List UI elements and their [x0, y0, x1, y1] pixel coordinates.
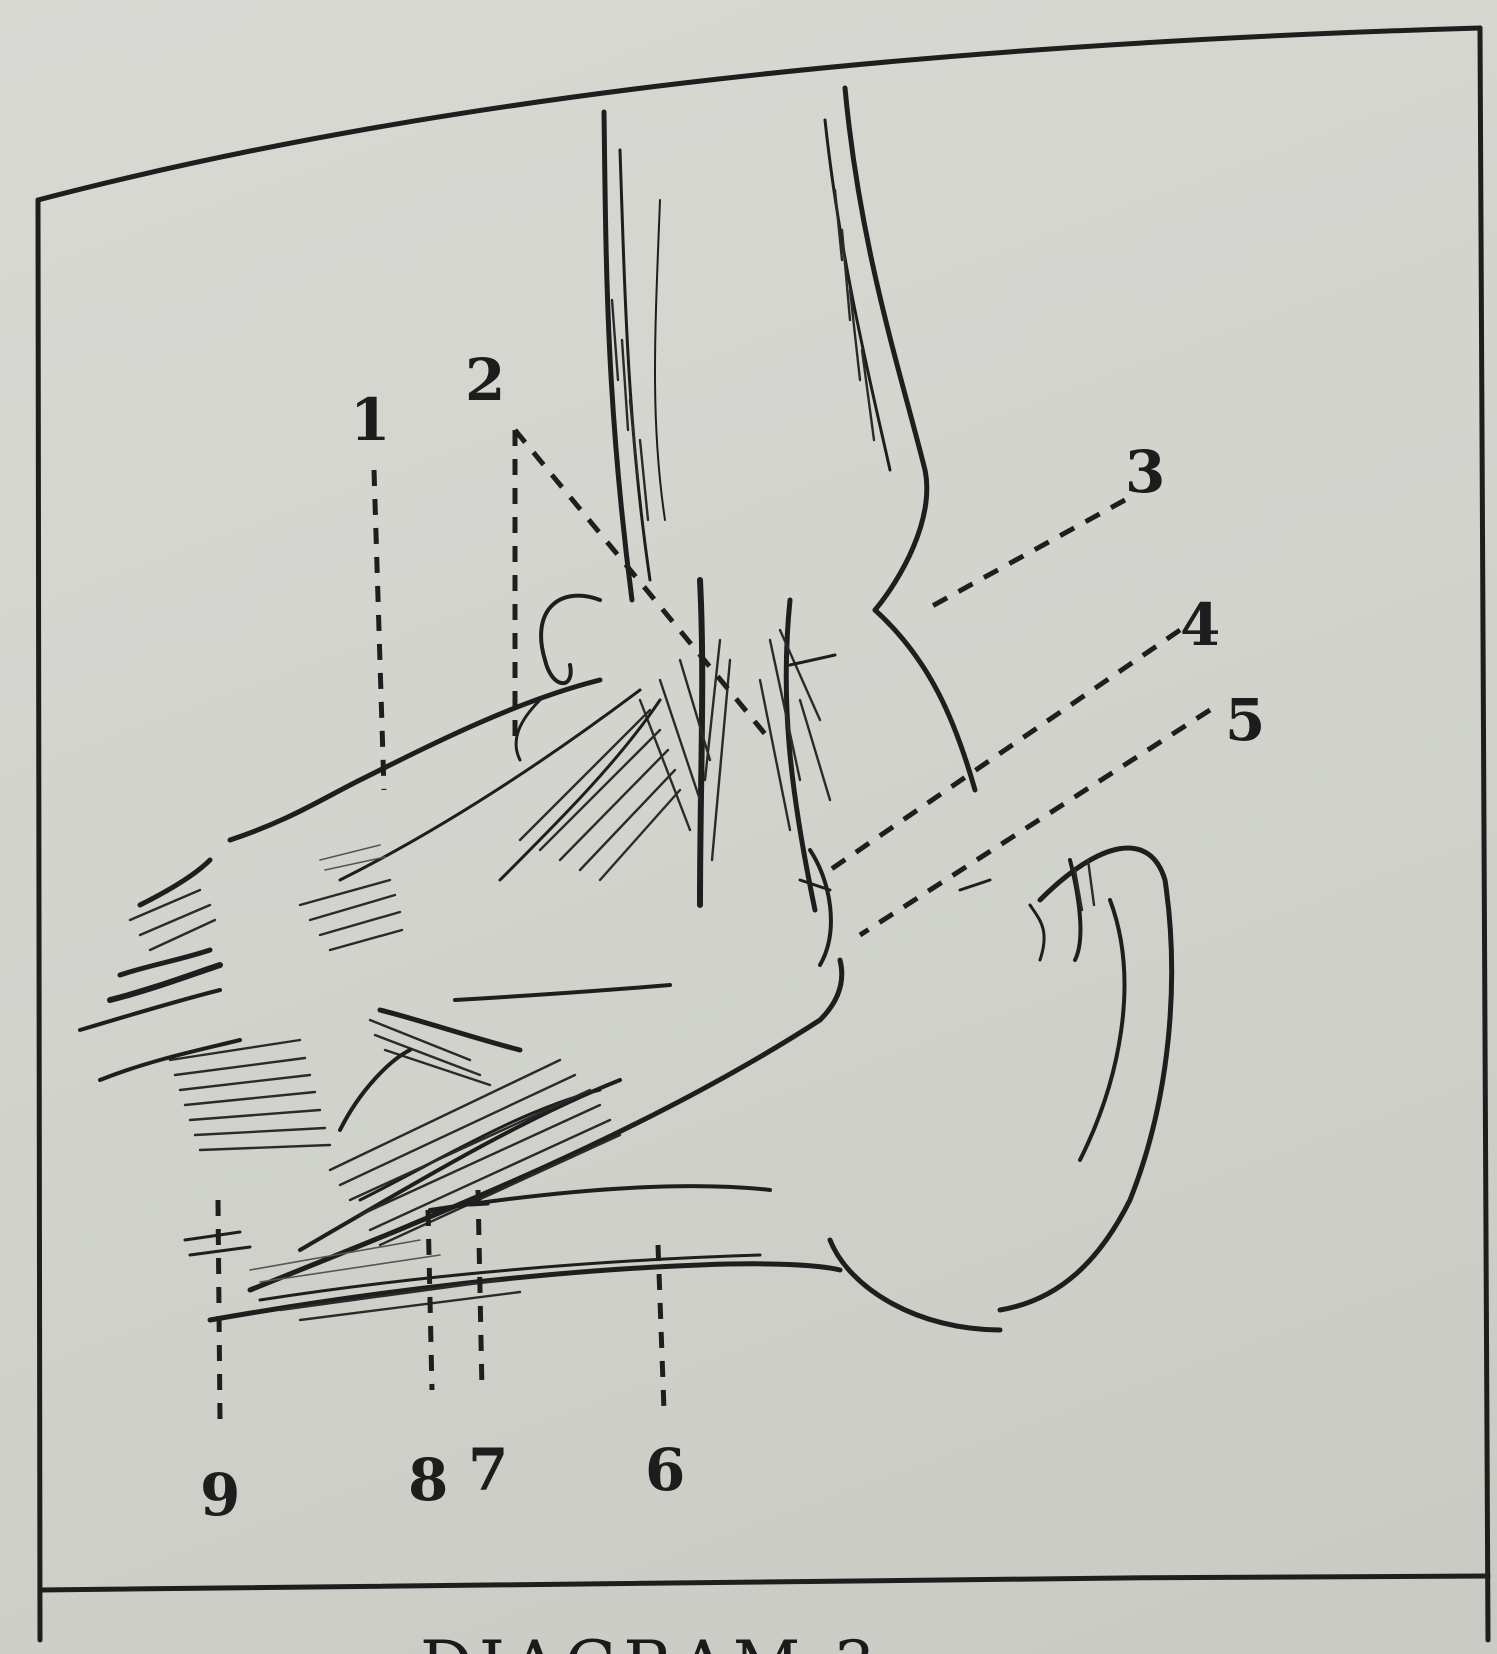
plate-frame — [38, 28, 1488, 1640]
callout-9: 9 — [200, 1461, 240, 1529]
callout-5: 5 — [1225, 686, 1265, 754]
callout-8: 8 — [408, 1446, 448, 1514]
leader-line-9 — [218, 1200, 220, 1420]
leader-line-5 — [860, 710, 1210, 935]
leader-line-8 — [428, 1210, 432, 1390]
callout-7: 7 — [468, 1436, 508, 1504]
leader-line-6 — [658, 1245, 664, 1410]
leader-line-3 — [925, 500, 1125, 610]
callout-labels: 1 2 3 4 5 6 7 8 9 — [200, 346, 1265, 1529]
callout-2: 2 — [465, 346, 505, 414]
figure-caption: DIAGRAM 3 — [420, 1627, 881, 1654]
callout-1: 1 — [350, 386, 390, 454]
leader-line-7 — [478, 1190, 482, 1390]
ankle-illustration — [80, 88, 1172, 1330]
leader-lines — [218, 430, 1210, 1420]
callout-6: 6 — [645, 1436, 685, 1504]
callout-3: 3 — [1125, 438, 1165, 506]
callout-4: 4 — [1180, 591, 1220, 659]
leader-line-4 — [830, 630, 1180, 870]
leader-line-1 — [374, 470, 384, 790]
